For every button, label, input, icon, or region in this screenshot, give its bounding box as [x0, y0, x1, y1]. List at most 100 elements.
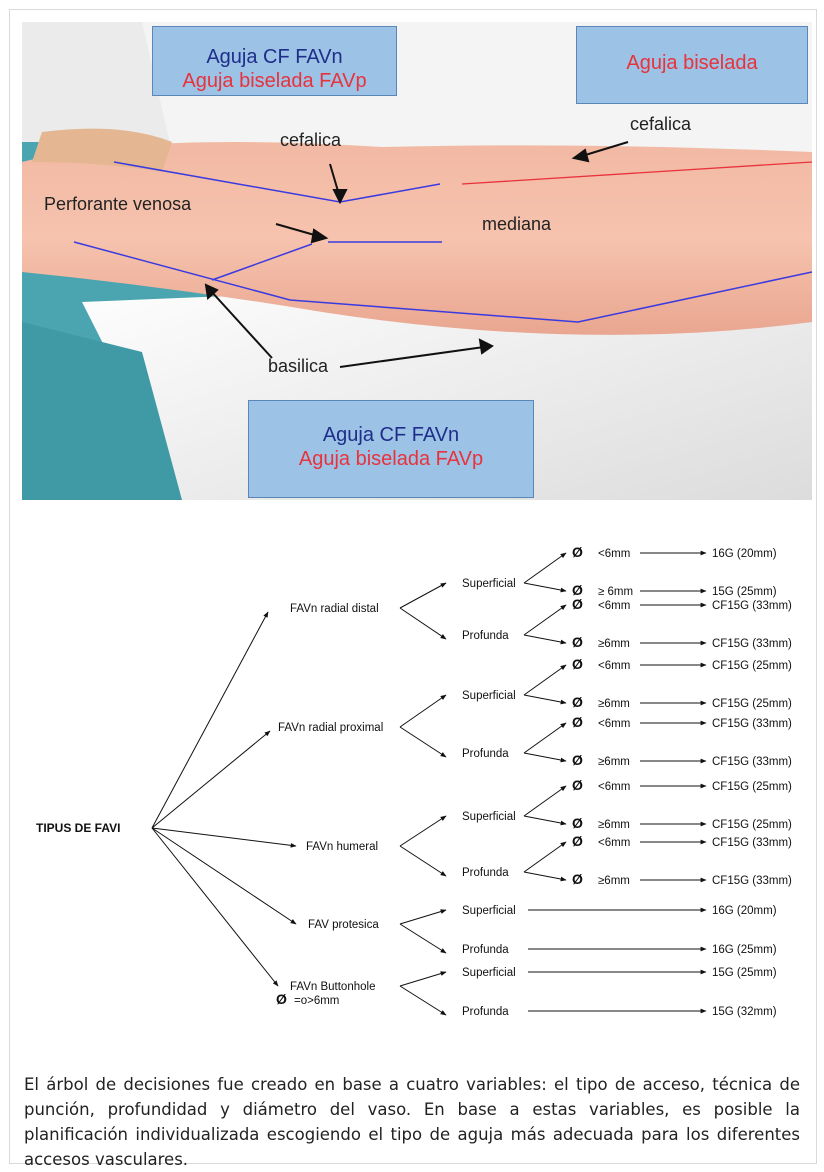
diameter-symbol-2-0-1: Ø	[572, 815, 583, 831]
diameter-symbol-2-1-1: Ø	[572, 871, 583, 887]
callout-top-right-line1: Aguja biselada	[577, 51, 807, 75]
child-arrow-4-0	[400, 972, 446, 986]
leaf-arrow-0-1-1	[524, 635, 566, 643]
leaf-result-2-1-0: CF15G (33mm)	[712, 837, 792, 849]
leaf-result-2-0-0: CF15G (25mm)	[712, 781, 792, 793]
leaf-arrow-0-0-1	[524, 583, 566, 591]
diameter-symbol-branch-4: Ø	[276, 991, 287, 1007]
child-label-1-0: Superficial	[462, 690, 516, 702]
leaf-arrow-1-1-1	[524, 753, 566, 761]
branch-label-2: FAVn humeral	[306, 841, 378, 853]
branch-label-1: FAVn radial proximal	[278, 722, 383, 734]
child-label-4-1: Profunda	[462, 1006, 509, 1018]
leaf-result-1-0-0: CF15G (25mm)	[712, 660, 792, 672]
leaf-arrow-1-0-1	[524, 695, 566, 703]
leaf-cond-2-0-0: <6mm	[598, 781, 630, 793]
label-cefalica-right: cefalica	[630, 114, 691, 135]
leaf-result-4-0: 15G (25mm)	[712, 967, 777, 979]
leaf-result-1-1-0: CF15G (33mm)	[712, 718, 792, 730]
child-arrow-2-0	[400, 816, 446, 846]
branch-label-4: FAVn Buttonhole	[290, 981, 375, 993]
caption: El árbol de decisiones fue creado en bas…	[24, 1072, 800, 1172]
branch-arrow-2	[152, 828, 296, 846]
callout-bottom-line2: Aguja biselada FAVp	[249, 447, 533, 471]
leaf-arrow-0-0-0	[524, 553, 566, 583]
branch-label-0: FAVn radial distal	[290, 603, 379, 615]
leaf-result-4-1: 15G (32mm)	[712, 1006, 777, 1018]
child-arrow-1-1	[400, 727, 446, 757]
leaf-result-0-1-0: CF15G (33mm)	[712, 600, 792, 612]
diameter-symbol-2-0-0: Ø	[572, 777, 583, 793]
leaf-result-0-1-1: CF15G (33mm)	[712, 638, 792, 650]
child-label-2-0: Superficial	[462, 811, 516, 823]
leaf-cond-1-1-0: <6mm	[598, 718, 630, 730]
branch-arrow-0	[152, 612, 268, 828]
leaf-arrow-2-1-1	[524, 872, 566, 880]
diameter-symbol-1-0-1: Ø	[572, 694, 583, 710]
branch-arrow-4	[152, 828, 278, 986]
callout-top-right: Aguja biselada	[576, 26, 808, 104]
child-arrow-3-0	[400, 910, 446, 924]
diameter-symbol-0-0-0: Ø	[572, 544, 583, 560]
child-arrow-2-1	[400, 846, 446, 876]
child-label-3-1: Profunda	[462, 944, 509, 956]
tree-root-label: TIPUS DE FAVI	[36, 821, 120, 835]
diameter-symbol-1-0-0: Ø	[572, 656, 583, 672]
leaf-result-1-0-1: CF15G (25mm)	[712, 698, 792, 710]
leaf-result-0-0-0: 16G (20mm)	[712, 548, 777, 560]
leaf-arrow-0-1-0	[524, 605, 566, 635]
leaf-result-2-0-1: CF15G (25mm)	[712, 819, 792, 831]
leaf-arrow-1-0-0	[524, 665, 566, 695]
child-label-1-1: Profunda	[462, 748, 509, 760]
diameter-symbol-0-1-1: Ø	[572, 634, 583, 650]
leaf-cond-0-0-1: ≥ 6mm	[598, 586, 633, 598]
leaf-cond-2-0-1: ≥6mm	[598, 819, 630, 831]
leaf-arrow-2-0-0	[524, 786, 566, 816]
branch-arrow-1	[152, 731, 270, 828]
child-arrow-0-0	[400, 583, 446, 608]
leaf-cond-0-0-0: <6mm	[598, 548, 630, 560]
leaf-result-1-1-1: CF15G (33mm)	[712, 756, 792, 768]
child-label-2-1: Profunda	[462, 867, 509, 879]
callout-top-left: Aguja CF FAVn Aguja biselada FAVp	[152, 26, 397, 96]
child-arrow-3-1	[400, 924, 446, 953]
leaf-arrow-1-1-0	[524, 723, 566, 753]
arm-photo: Aguja CF FAVn Aguja biselada FAVp Aguja …	[22, 22, 812, 500]
diameter-symbol-0-1-0: Ø	[572, 596, 583, 612]
leaf-cond-1-0-0: <6mm	[598, 660, 630, 672]
leaf-arrow-2-0-1	[524, 816, 566, 824]
branch-arrow-3	[152, 828, 296, 924]
diameter-symbol-1-1-1: Ø	[572, 752, 583, 768]
leaf-cond-1-1-1: ≥6mm	[598, 756, 630, 768]
label-cefalica-left: cefalica	[280, 130, 341, 151]
callout-bottom: Aguja CF FAVn Aguja biselada FAVp	[248, 400, 534, 498]
leaf-cond-0-1-0: <6mm	[598, 600, 630, 612]
branch-label-3: FAV protesica	[308, 919, 379, 931]
child-label-0-0: Superficial	[462, 578, 516, 590]
leaf-cond-2-1-1: ≥6mm	[598, 875, 630, 887]
child-label-0-1: Profunda	[462, 630, 509, 642]
label-mediana: mediana	[482, 214, 551, 235]
callout-top-left-line2: Aguja biselada FAVp	[153, 69, 396, 93]
child-arrow-1-0	[400, 695, 446, 727]
leaf-result-3-1: 16G (25mm)	[712, 944, 777, 956]
child-arrow-0-1	[400, 608, 446, 639]
leaf-cond-2-1-0: <6mm	[598, 837, 630, 849]
callout-bottom-line1: Aguja CF FAVn	[249, 423, 533, 447]
leaf-result-0-0-1: 15G (25mm)	[712, 586, 777, 598]
branch-sublabel-4: =o>6mm	[294, 995, 339, 1007]
child-arrow-4-1	[400, 986, 446, 1015]
child-label-3-0: Superficial	[462, 905, 516, 917]
leaf-cond-0-1-1: ≥6mm	[598, 638, 630, 650]
label-basilica: basilica	[268, 356, 328, 377]
callout-top-left-line1: Aguja CF FAVn	[153, 45, 396, 69]
leaf-result-3-0: 16G (20mm)	[712, 905, 777, 917]
label-perforante: Perforante venosa	[44, 194, 191, 215]
diameter-symbol-1-1-0: Ø	[572, 714, 583, 730]
child-label-4-0: Superficial	[462, 967, 516, 979]
diameter-symbol-2-1-0: Ø	[572, 833, 583, 849]
leaf-result-2-1-1: CF15G (33mm)	[712, 875, 792, 887]
leaf-cond-1-0-1: ≥6mm	[598, 698, 630, 710]
